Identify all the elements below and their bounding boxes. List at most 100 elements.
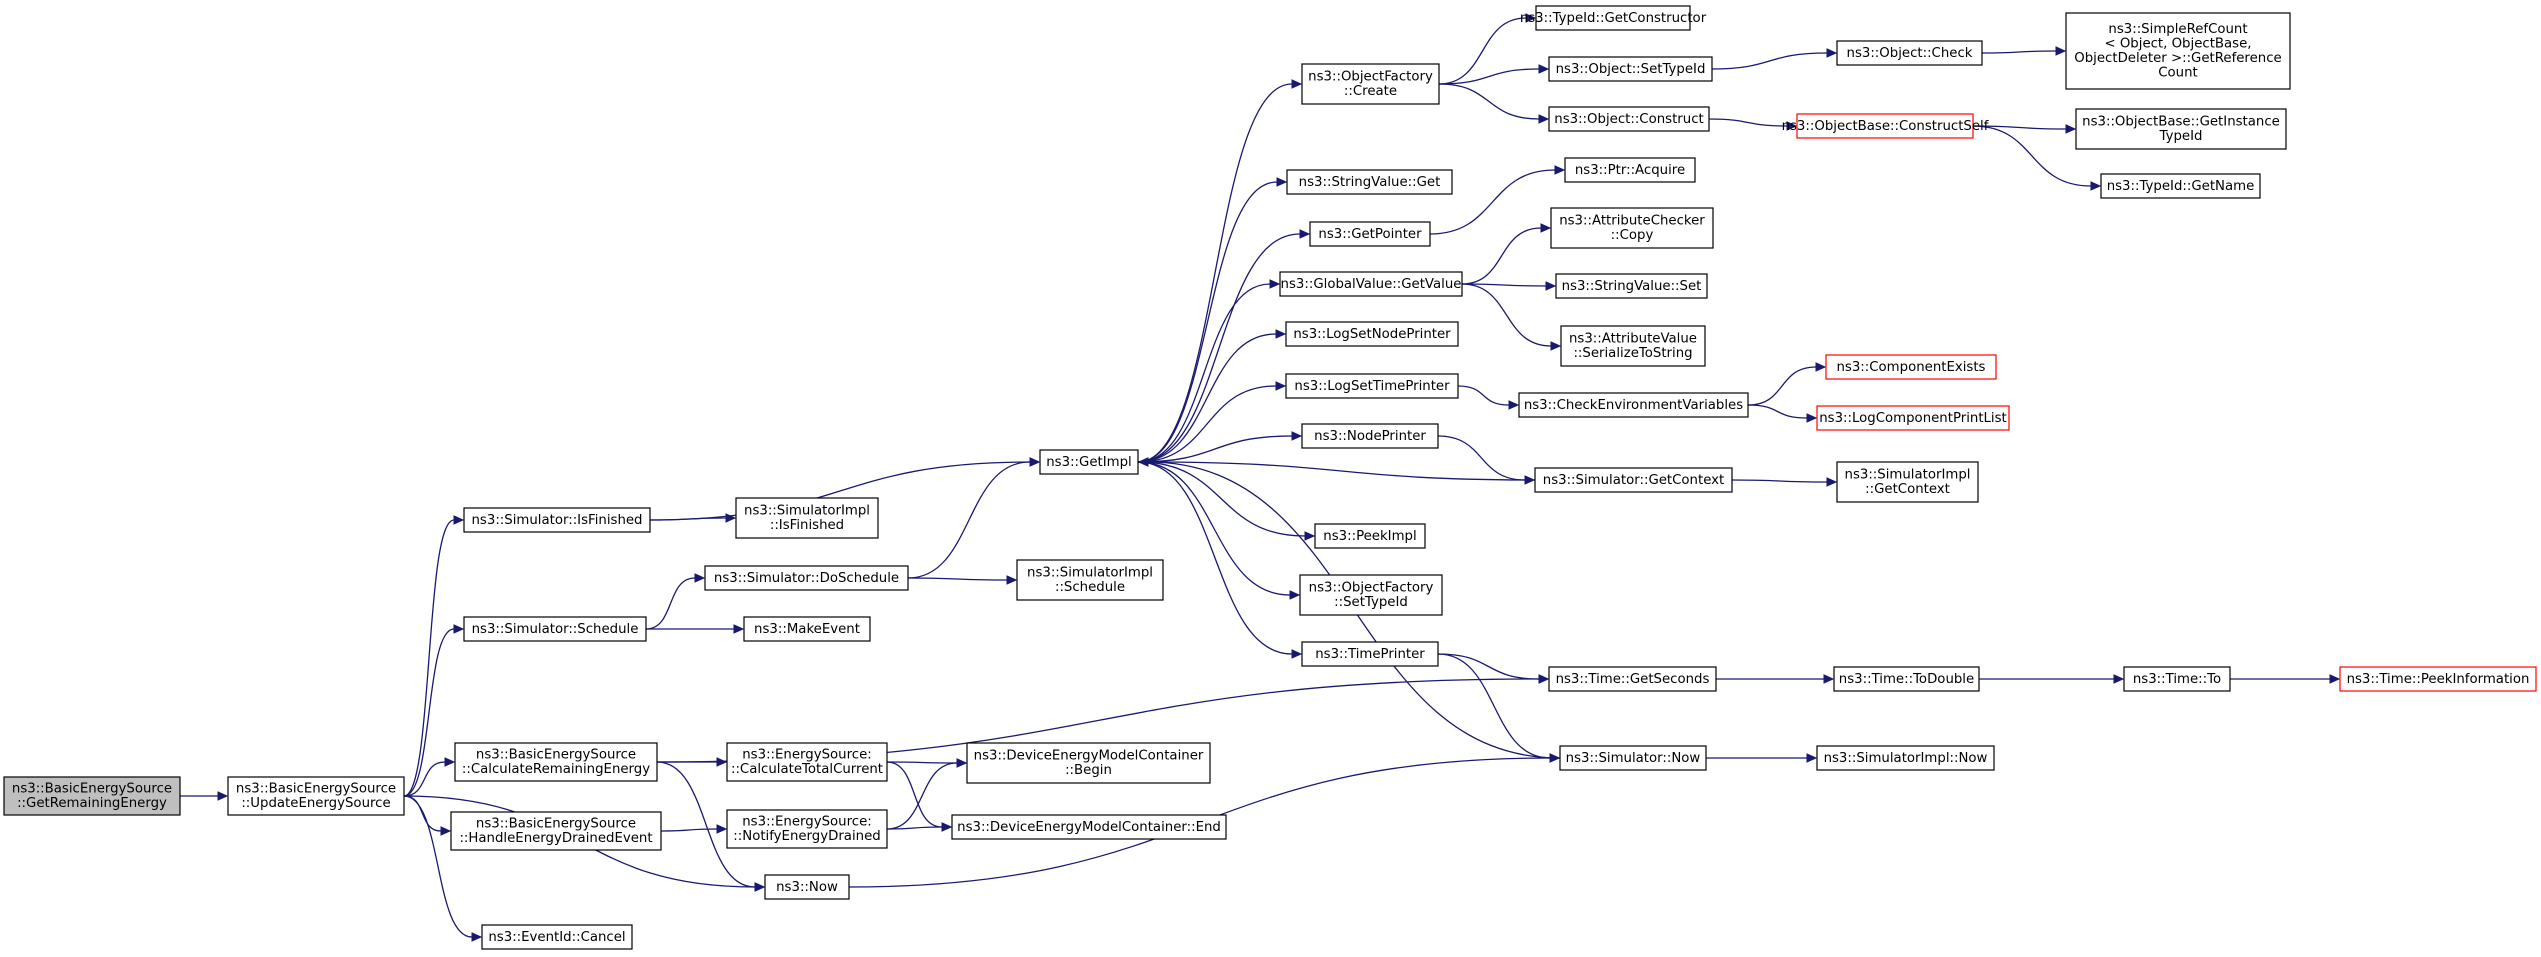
node-lsnp[interactable]: ns3::LogSetNodePrinter [1285,321,1459,347]
edge-timeprinter-to-simnow [1437,653,1561,763]
node-upd[interactable]: ns3::BasicEnergySource::UpdateEnergySour… [227,776,405,816]
node-simnow[interactable]: ns3::Simulator::Now [1559,745,1707,771]
node-box [1314,523,1426,549]
edge-getsec-to-todouble [1716,674,1835,684]
node-implsched[interactable]: ns3::SimulatorImpl::Schedule [1016,559,1164,601]
node-implnow[interactable]: ns3::SimulatorImpl::Now [1816,745,1995,771]
node-mkev[interactable]: ns3::MakeEvent [743,616,871,642]
node-label: < Object, ObjectBase, [2104,37,2251,52]
node-cself[interactable]: ns3::ObjectBase::ConstructSelf [1782,113,1989,139]
node-attrcheck[interactable]: ns3::AttributeChecker::Copy [1550,207,1714,249]
edge-cself-to-tidname [1972,125,2102,191]
node-compex[interactable]: ns3::ComponentExists [1825,354,1997,380]
edge-sched-to-mkev [646,624,745,634]
node-peekimpl[interactable]: ns3::PeekImpl [1314,523,1426,549]
edge-notify-to-dembegin [886,758,968,830]
node-getptr[interactable]: ns3::GetPointer [1309,221,1431,247]
node-dosched[interactable]: ns3::Simulator::DoSchedule [704,565,909,591]
node-box [227,776,405,816]
node-now[interactable]: ns3::Now [764,874,850,900]
node-label: ns3::NodePrinter [1314,429,1426,444]
node-objsettype[interactable]: ns3::Object::SetTypeId [1548,56,1713,82]
edge-checkenv-to-logcpl [1747,404,1818,423]
edge-gvget-to-attrcheck [1461,223,1552,285]
node-calc[interactable]: ns3::BasicEnergySource::CalculateRemaini… [454,742,658,782]
node-label: ns3::StringValue::Set [1562,279,1702,294]
node-box [1301,641,1439,667]
node-getimpl[interactable]: ns3::GetImpl [1039,449,1139,475]
node-ofsettype[interactable]: ns3::ObjectFactory::SetTypeId [1299,574,1443,616]
edge-getimpl-to-svget [1137,177,1288,463]
node-getctx[interactable]: ns3::Simulator::GetContext [1534,467,1733,493]
node-peekinfo[interactable]: ns3::Time::PeekInformation [2339,666,2537,692]
node-label: ns3::Simulator::DoSchedule [714,571,899,586]
node-label: ns3::LogSetTimePrinter [1294,379,1450,394]
node-todouble[interactable]: ns3::Time::ToDouble [1833,666,1980,692]
node-label: ns3::Time::ToDouble [1839,672,1974,687]
node-box [1548,666,1717,692]
node-objcheck[interactable]: ns3::Object::Check [1836,40,1983,66]
node-label: ns3::Time::PeekInformation [2347,672,2530,687]
node-nodeprinter[interactable]: ns3::NodePrinter [1301,423,1439,449]
node-timeprinter[interactable]: ns3::TimePrinter [1301,641,1439,667]
node-gvget[interactable]: ns3::GlobalValue::GetValue [1279,271,1463,297]
node-root[interactable]: ns3::BasicEnergySource::GetRemainingEner… [3,776,181,816]
node-implfin[interactable]: ns3::SimulatorImpl::IsFinished [735,497,879,539]
node-box [951,814,1227,840]
node-label: ::CalculateRemainingEnergy [462,762,650,777]
node-svget[interactable]: ns3::StringValue::Get [1286,169,1453,195]
node-label: ns3::TypeId::GetConstructor [1520,11,1707,26]
node-box [1299,574,1443,616]
node-lstp[interactable]: ns3::LogSetTimePrinter [1285,373,1459,399]
node-box [463,616,647,642]
node-ofcreate[interactable]: ns3::ObjectFactory::Create [1301,63,1440,105]
node-totcur[interactable]: ns3::EnergySource:::CalculateTotalCurren… [726,742,888,782]
node-notify[interactable]: ns3::EnergySource:::NotifyEnergyDrained [726,809,888,849]
node-box [2339,666,2537,692]
node-svset[interactable]: ns3::StringValue::Set [1555,273,1708,299]
node-checkenv[interactable]: ns3::CheckEnvironmentVariables [1518,392,1749,418]
node-isfin[interactable]: ns3::Simulator::IsFinished [463,507,651,533]
node-label: ::SerializeToString [1573,346,1692,361]
node-box [1301,63,1440,105]
node-implctx[interactable]: ns3::SimulatorImpl::GetContext [1836,461,1979,503]
node-label: ns3::TimePrinter [1315,647,1425,662]
node-hed[interactable]: ns3::BasicEnergySource::HandleEnergyDrai… [450,811,662,851]
node-label: ::Copy [1611,228,1654,243]
node-label: ns3::AttributeChecker [1559,214,1705,229]
node-label: ns3::Time::To [2133,672,2221,687]
node-ptracq[interactable]: ns3::Ptr::Acquire [1564,157,1696,183]
edge-gvget-to-attrval [1461,283,1562,351]
edge-dosched-to-getimpl [907,457,1041,579]
edge-getimpl-to-nodeprinter [1137,431,1303,463]
node-getsec[interactable]: ns3::Time::GetSeconds [1548,666,1717,692]
node-demend[interactable]: ns3::DeviceEnergyModelContainer::End [951,814,1227,840]
node-sched[interactable]: ns3::Simulator::Schedule [463,616,647,642]
edge-objconstruct-to-cself [1708,118,1798,131]
node-label: ns3::MakeEvent [754,622,860,637]
node-box [1825,354,1997,380]
node-box [743,616,871,642]
node-box [1279,271,1463,297]
node-label: ns3::Now [776,880,838,895]
node-tidgc[interactable]: ns3::TypeId::GetConstructor [1520,5,1707,31]
node-timeto[interactable]: ns3::Time::To [2123,666,2231,692]
node-tidname[interactable]: ns3::TypeId::GetName [2100,173,2261,199]
node-label: ns3::ObjectFactory [1309,581,1434,596]
edge-getimpl-to-gvget [1137,279,1281,463]
node-box [3,776,181,816]
node-dembegin[interactable]: ns3::DeviceEnergyModelContainer::Begin [966,742,1211,784]
node-label: ::Schedule [1055,580,1125,595]
node-srcref[interactable]: ns3::SimpleRefCount< Object, ObjectBase,… [2065,12,2291,90]
node-box [1518,392,1749,418]
edge-calc-to-totcur [657,757,728,767]
node-label: ns3::DeviceEnergyModelContainer [974,749,1204,764]
node-label: ns3::BasicEnergySource [476,817,636,832]
node-box [966,742,1211,784]
node-box [1560,325,1706,367]
node-logcpl[interactable]: ns3::LogComponentPrintList [1816,405,2010,431]
node-attrval[interactable]: ns3::AttributeValue::SerializeToString [1560,325,1706,367]
node-objconstruct[interactable]: ns3::Object::Construct [1548,106,1710,132]
node-cancel[interactable]: ns3::EventId::Cancel [481,924,633,950]
